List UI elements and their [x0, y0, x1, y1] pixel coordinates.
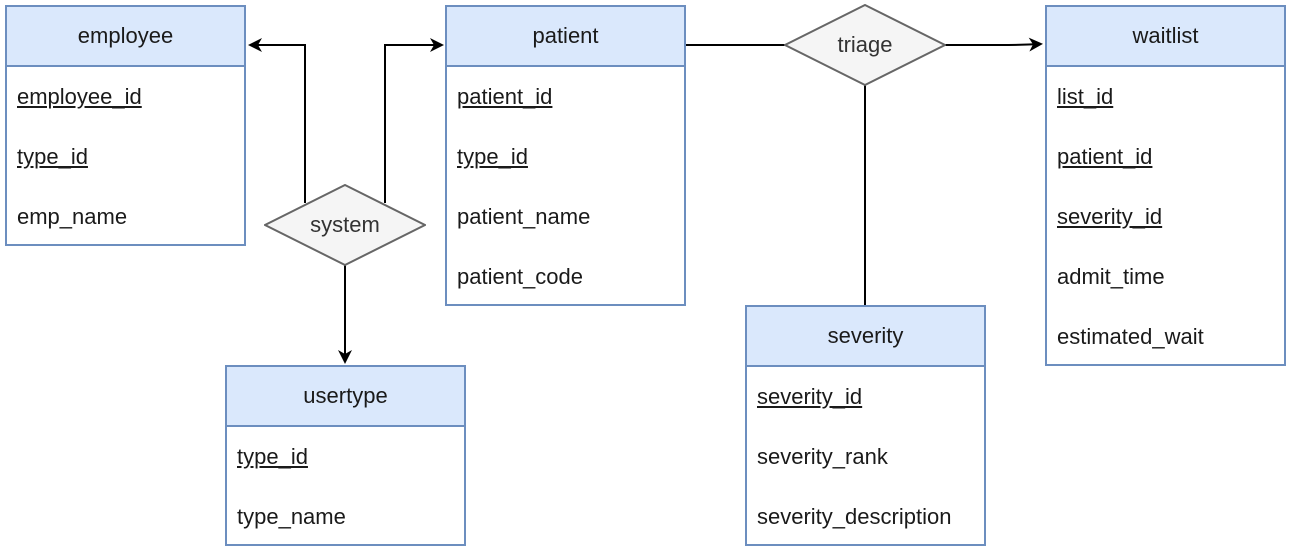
attribute: severity_description	[757, 504, 952, 529]
connector-triage-waitlist[interactable]	[945, 37, 1043, 52]
attribute: type_name	[237, 504, 346, 529]
relation-label: triage	[837, 32, 893, 57]
diamond-shape	[784, 4, 946, 86]
attribute-primary-key: severity_id	[757, 384, 863, 409]
attribute-primary-key: employee_id	[17, 84, 142, 109]
entity-title: severity	[747, 307, 984, 367]
entity-employee[interactable]: employee employee_id type_id emp_name	[5, 5, 246, 246]
attribute: admit_time	[1057, 264, 1165, 289]
attribute-primary-key: list_id	[1057, 84, 1114, 109]
attribute: patient_name	[457, 204, 591, 229]
entity-title: waitlist	[1047, 7, 1284, 67]
entity-patient[interactable]: patient patient_id type_id patient_name …	[445, 5, 686, 306]
entity-title: employee	[7, 7, 244, 67]
attribute: severity_rank	[757, 444, 888, 469]
attribute: emp_name	[17, 204, 128, 229]
connector-system-employee[interactable]	[248, 38, 306, 203]
connector-system-patient[interactable]	[384, 38, 444, 203]
relation-triage[interactable]: triage	[784, 4, 946, 86]
diamond-shape	[264, 184, 426, 266]
attribute: patient_code	[457, 264, 583, 289]
relation-label: system	[310, 212, 380, 237]
attribute: estimated_wait	[1057, 324, 1204, 349]
entity-severity[interactable]: severity severity_id severity_rank sever…	[745, 305, 986, 546]
attribute-primary-key: patient_id	[457, 84, 553, 109]
attribute-foreign-key: type_id	[17, 144, 88, 169]
relation-system[interactable]: system	[264, 184, 426, 266]
entity-waitlist[interactable]: waitlist list_id patient_id severity_id …	[1045, 5, 1286, 366]
entity-usertype[interactable]: usertype type_id type_name	[225, 365, 466, 546]
attribute-foreign-key: type_id	[457, 144, 528, 169]
entity-title: usertype	[227, 367, 464, 427]
entity-title: patient	[447, 7, 684, 67]
attribute-primary-key: type_id	[237, 444, 308, 469]
attribute-foreign-key: patient_id	[1057, 144, 1153, 169]
attribute-foreign-key: severity_id	[1057, 204, 1163, 229]
